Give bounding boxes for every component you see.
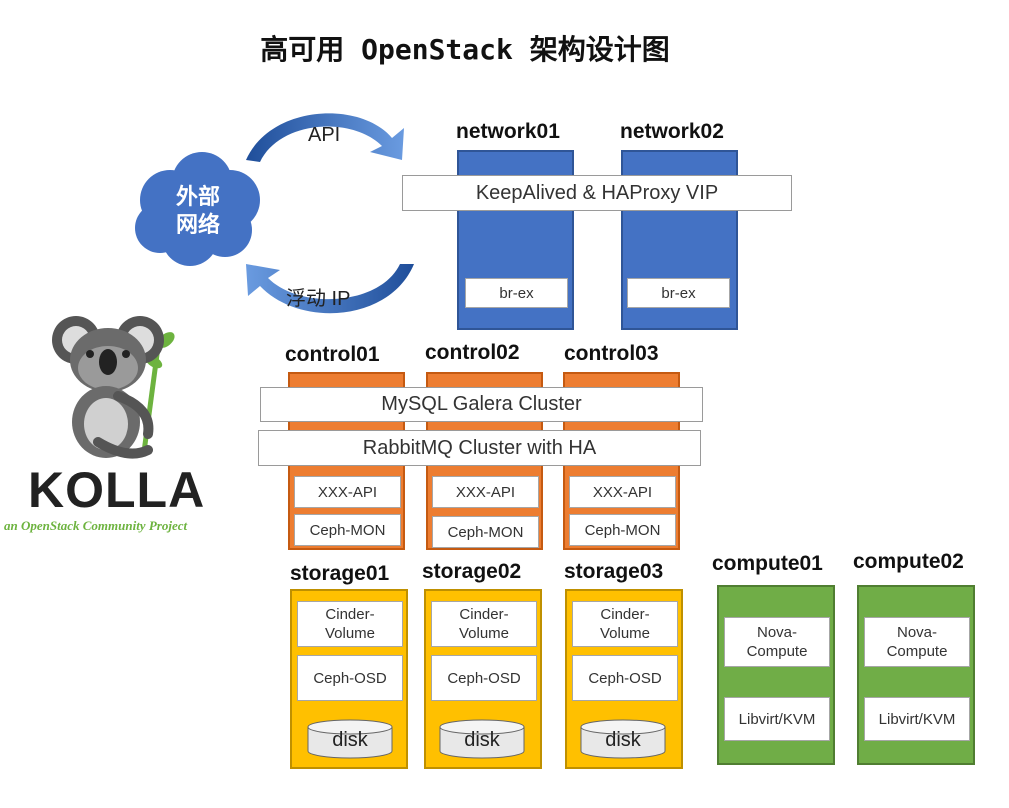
node-label-control03: control03 xyxy=(564,342,659,365)
ceph-osd-box: Ceph-OSD xyxy=(297,655,403,701)
api-label: API xyxy=(308,124,341,146)
floating-ip-arrow-icon xyxy=(246,264,414,314)
vip-band: KeepAlived & HAProxy VIP xyxy=(402,175,792,211)
kolla-wordmark: KOLLA xyxy=(28,462,206,518)
hypervisor-box: Libvirt/KVM xyxy=(864,697,970,741)
disk-label: disk xyxy=(332,729,368,751)
nova-compute-box: Nova- Compute xyxy=(724,617,830,667)
nova-compute-line2: Compute xyxy=(746,643,808,660)
cloud-label: 外部 网络 xyxy=(158,184,238,240)
cinder-volume-line2: Volume xyxy=(324,625,376,642)
disk-label: disk xyxy=(605,729,641,751)
floating-ip-label: 浮动 IP xyxy=(286,288,351,310)
cinder-volume-line1: Cinder- xyxy=(325,606,375,623)
node-label-storage01: storage01 xyxy=(290,562,390,585)
node-storage01: Cinder- Volume Ceph-OSD disk xyxy=(290,589,408,769)
cinder-volume-line2: Volume xyxy=(599,625,651,642)
api-arrow-icon xyxy=(246,113,404,162)
node-label-compute01: compute01 xyxy=(712,552,823,575)
cinder-volume-box: Cinder- Volume xyxy=(297,601,403,647)
api-service-box: XXX-API xyxy=(569,476,676,508)
node-storage03: Cinder- Volume Ceph-OSD disk xyxy=(565,589,683,769)
api-service-box: XXX-API xyxy=(294,476,401,508)
page-title: 高可用 OpenStack 架构设计图 xyxy=(260,33,670,66)
mysql-galera-band: MySQL Galera Cluster xyxy=(260,387,703,422)
ceph-osd-box: Ceph-OSD xyxy=(572,655,678,701)
ceph-mon-box: Ceph-MON xyxy=(432,516,539,548)
disk-label: disk xyxy=(464,729,500,751)
api-service-box: XXX-API xyxy=(432,476,539,508)
koala-logo-icon xyxy=(52,316,175,459)
hypervisor-box: Libvirt/KVM xyxy=(724,697,830,741)
cloud-label-line2: 网络 xyxy=(175,213,220,238)
node-label-storage03: storage03 xyxy=(564,560,664,583)
cinder-volume-box: Cinder- Volume xyxy=(572,601,678,647)
cloud-label-line1: 外部 xyxy=(175,185,220,210)
disk-icon: disk xyxy=(306,719,394,759)
nova-compute-line2: Compute xyxy=(886,643,948,660)
cinder-volume-box: Cinder- Volume xyxy=(431,601,537,647)
node-label-network01: network01 xyxy=(456,120,560,143)
node-label-control02: control02 xyxy=(425,341,520,364)
cinder-volume-line1: Cinder- xyxy=(459,606,509,623)
node-compute01: Nova- Compute Libvirt/KVM xyxy=(717,585,835,765)
rabbitmq-band: RabbitMQ Cluster with HA xyxy=(258,430,701,466)
node-label-network02: network02 xyxy=(620,120,724,143)
cinder-volume-line1: Cinder- xyxy=(600,606,650,623)
cinder-volume-line2: Volume xyxy=(458,625,510,642)
br-ex-box: br-ex xyxy=(627,278,730,308)
external-network-diagram xyxy=(135,113,414,314)
kolla-tagline: an OpenStack Community Project xyxy=(4,518,188,533)
br-ex-box: br-ex xyxy=(465,278,568,308)
node-label-storage02: storage02 xyxy=(422,560,522,583)
nova-compute-line1: Nova- xyxy=(756,624,797,641)
node-storage02: Cinder- Volume Ceph-OSD disk xyxy=(424,589,542,769)
node-label-control01: control01 xyxy=(285,343,380,366)
ceph-mon-box: Ceph-MON xyxy=(569,514,676,546)
disk-icon: disk xyxy=(438,719,526,759)
node-compute02: Nova- Compute Libvirt/KVM xyxy=(857,585,975,765)
ceph-osd-box: Ceph-OSD xyxy=(431,655,537,701)
node-label-compute02: compute02 xyxy=(853,550,964,573)
nova-compute-line1: Nova- xyxy=(896,624,937,641)
nova-compute-box: Nova- Compute xyxy=(864,617,970,667)
ceph-mon-box: Ceph-MON xyxy=(294,514,401,546)
cloud-icon xyxy=(135,152,260,266)
disk-icon: disk xyxy=(579,719,667,759)
